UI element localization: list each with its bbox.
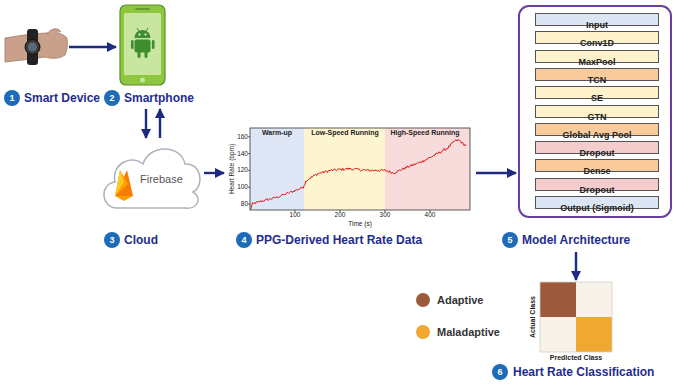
watch-case: [25, 40, 40, 55]
tick-label: 120: [237, 167, 248, 174]
node-caption: Heart Rate Classification: [513, 365, 654, 380]
layer-label: Output (Sigmoid): [560, 203, 633, 214]
tick-label: 100: [290, 211, 301, 218]
tick-label: 200: [335, 211, 346, 218]
watch-band: [27, 29, 38, 65]
legend-swatch: [416, 293, 430, 307]
low-speed-band: [304, 128, 385, 210]
callout-number: 6: [492, 364, 508, 380]
layer-box: Global Avg Pool: [535, 123, 659, 136]
heart-rate-line: [250, 140, 466, 210]
watch-face: [28, 43, 37, 52]
firebase-logo: [115, 170, 133, 201]
heart-rate-chart: [248, 128, 470, 212]
phone-button: [140, 78, 145, 83]
layer-box: Dropout: [535, 178, 659, 191]
phase-label: Low-Speed Running: [310, 129, 380, 137]
callout-number: 2: [104, 90, 120, 106]
phone-screen: [124, 13, 161, 75]
layer-box: Output (Sigmoid): [535, 196, 659, 209]
layer-label: GTN: [588, 112, 607, 123]
tick-label: 140: [237, 150, 248, 157]
layer-label: Dropout: [580, 148, 615, 159]
layer-label: TCN: [588, 75, 607, 86]
logo-text: Firebase: [140, 172, 183, 187]
heart-rate-trace: [250, 140, 466, 210]
callout-number: 5: [502, 232, 518, 248]
phone-body: [120, 5, 165, 85]
axis-label: Predicted Class: [550, 354, 603, 362]
layer-box: SE: [535, 86, 659, 99]
model-box: InputConv1DMaxPoolTCNSEGTNGlobal Avg Poo…: [518, 5, 672, 250]
tick-label: 400: [425, 211, 436, 218]
node-caption: Smartphone: [124, 91, 194, 106]
layer-box: Conv1D: [535, 31, 659, 44]
tick-label: 100: [237, 183, 248, 190]
layer-label: Input: [586, 20, 608, 31]
layer-box: Input: [535, 13, 659, 26]
phase-label: Warm-up: [261, 129, 293, 137]
axis-label: Actual Class: [529, 296, 537, 338]
node-caption: Model Architecture: [522, 233, 630, 248]
callout-number: 3: [104, 232, 120, 248]
phone-speaker: [136, 8, 149, 10]
cloud-outline: [104, 149, 200, 208]
layer-label: Dropout: [580, 185, 615, 196]
phone-node: Smartphone: [118, 5, 202, 107]
tick-marks: [248, 137, 430, 212]
thumb: [47, 29, 61, 34]
tick-label: 300: [380, 211, 391, 218]
legend-swatch: [416, 325, 430, 339]
layer-label: Global Avg Pool: [563, 130, 632, 141]
node-caption: Cloud: [124, 233, 158, 248]
layer-box: Dense: [535, 159, 659, 172]
confusion-matrix: Heart Rate Classification: [540, 282, 612, 352]
layer-label: MaxPool: [578, 57, 615, 68]
node-caption: PPG-Derived Heart Rate Data: [256, 233, 422, 248]
flow-arrow: [69, 46, 116, 48]
cloud-shape: [104, 149, 200, 208]
layer-label: Dense: [583, 166, 610, 177]
tick-label: 80: [241, 200, 248, 207]
model-outline: [519, 6, 671, 217]
android-robot: [131, 28, 155, 58]
phone-icon: [120, 5, 165, 85]
legend-item: Maladaptive: [416, 324, 500, 340]
warmup-band: [250, 128, 304, 210]
flow-arrow: [204, 172, 224, 174]
device-illustration: Smart Device: [5, 18, 67, 76]
chart-panel: PPG-Derived Heart Rate Data: [226, 126, 474, 230]
node-caption: Smart Device: [24, 91, 100, 106]
axis-label: Heart Rate (bpm): [228, 144, 235, 194]
layer-box: GTN: [535, 105, 659, 118]
flow-arrow: [476, 172, 516, 174]
plot-frame: [250, 128, 470, 210]
axis-label: Time (s): [348, 220, 372, 227]
cloud-node: FirebaseCloud: [97, 140, 202, 215]
layer-label: Conv1D: [580, 38, 614, 49]
callout-number: 4: [236, 232, 252, 248]
matrix-cells: [540, 282, 612, 352]
phase-label: High-Speed Running: [389, 129, 460, 137]
wrist-watch: [5, 29, 67, 65]
layer-label: SE: [591, 93, 603, 104]
legend-item: Adaptive: [416, 292, 483, 308]
tick-label: 160: [237, 133, 248, 140]
callout-number: 1: [4, 90, 20, 106]
legend-text: Maladaptive: [437, 324, 500, 340]
layer-box: MaxPool: [535, 50, 659, 63]
layer-box: TCN: [535, 68, 659, 81]
flow-arrow: [145, 109, 147, 138]
flow-arrow: [159, 109, 161, 138]
flow-arrow: [575, 252, 577, 280]
legend-text: Adaptive: [437, 292, 483, 308]
layer-box: Dropout: [535, 141, 659, 154]
